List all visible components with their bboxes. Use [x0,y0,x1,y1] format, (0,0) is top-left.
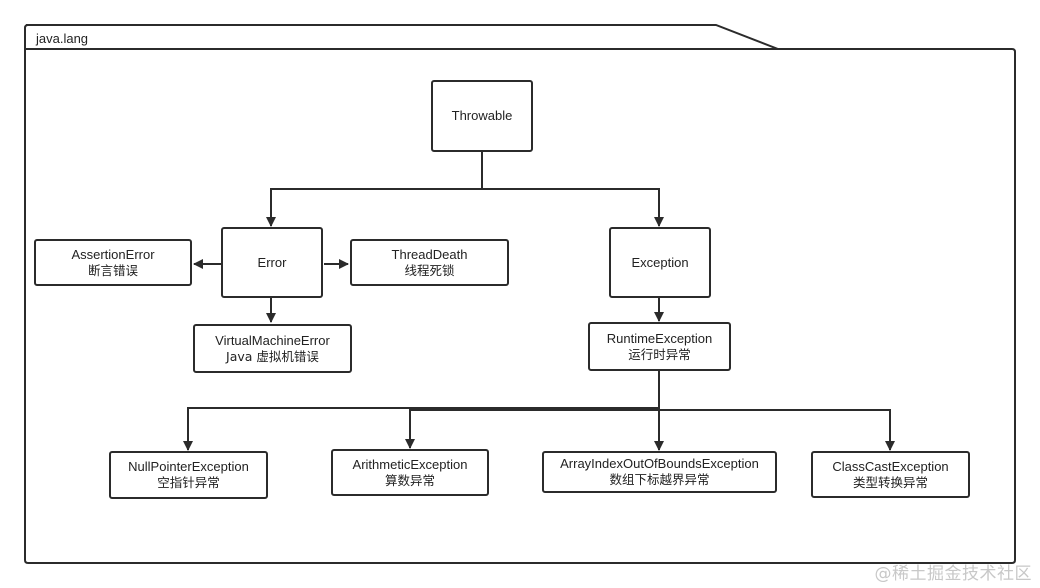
node-exception: Exception [609,227,711,298]
edge-runtime-arithmetic [405,409,659,449]
node-title: RuntimeException [606,330,713,346]
node-throwable: Throwable [431,80,533,152]
watermark: @稀土掘金技术社区 [874,564,1032,584]
node-title: NullPointerException [128,459,249,474]
node-runtime-exception: RuntimeException 运行时异常 [588,322,731,371]
node-title: VirtualMachineError [215,332,330,348]
node-title: Exception [631,254,689,270]
node-title: AssertionError [71,246,155,262]
node-assertion-error: AssertionError 断言错误 [34,239,192,286]
node-null-pointer-exception: NullPointerException 空指针异常 [109,451,268,499]
node-thread-death: ThreadDeath 线程死锁 [350,239,509,286]
node-array-index-out-of-bounds-exception: ArrayIndexOutOfBoundsException 数组下标越界异常 [542,451,777,493]
node-subtitle: 数组下标越界异常 [609,472,710,487]
node-title: Throwable [451,108,513,123]
node-subtitle: 类型转换异常 [852,474,928,490]
node-subtitle: 算数异常 [384,472,435,488]
package-label: java.lang [36,31,89,46]
node-title: ArrayIndexOutOfBoundsException [560,456,759,471]
node-title: ThreadDeath [391,246,468,262]
edge-throwable-error [266,188,482,227]
edge-runtime-nullpointer [183,407,659,451]
node-arithmetic-exception: ArithmeticException 算数异常 [331,449,489,496]
node-title: Error [257,254,287,270]
node-subtitle: 线程死锁 [404,262,455,278]
node-subtitle: 运行时异常 [628,346,691,362]
package-frame [24,24,1016,564]
node-subtitle: Java 虚拟机错误 [226,348,319,364]
node-class-cast-exception: ClassCastException 类型转换异常 [811,451,970,498]
node-title: ClassCastException [832,458,949,474]
edge-throwable-exception [482,188,664,227]
node-subtitle: 空指针异常 [157,475,220,490]
node-title: ArithmeticException [352,456,468,472]
edge-runtime-classcast [659,409,895,451]
node-subtitle: 断言错误 [87,262,138,278]
node-virtual-machine-error: VirtualMachineError Java 虚拟机错误 [193,324,352,373]
node-error: Error [221,227,323,298]
